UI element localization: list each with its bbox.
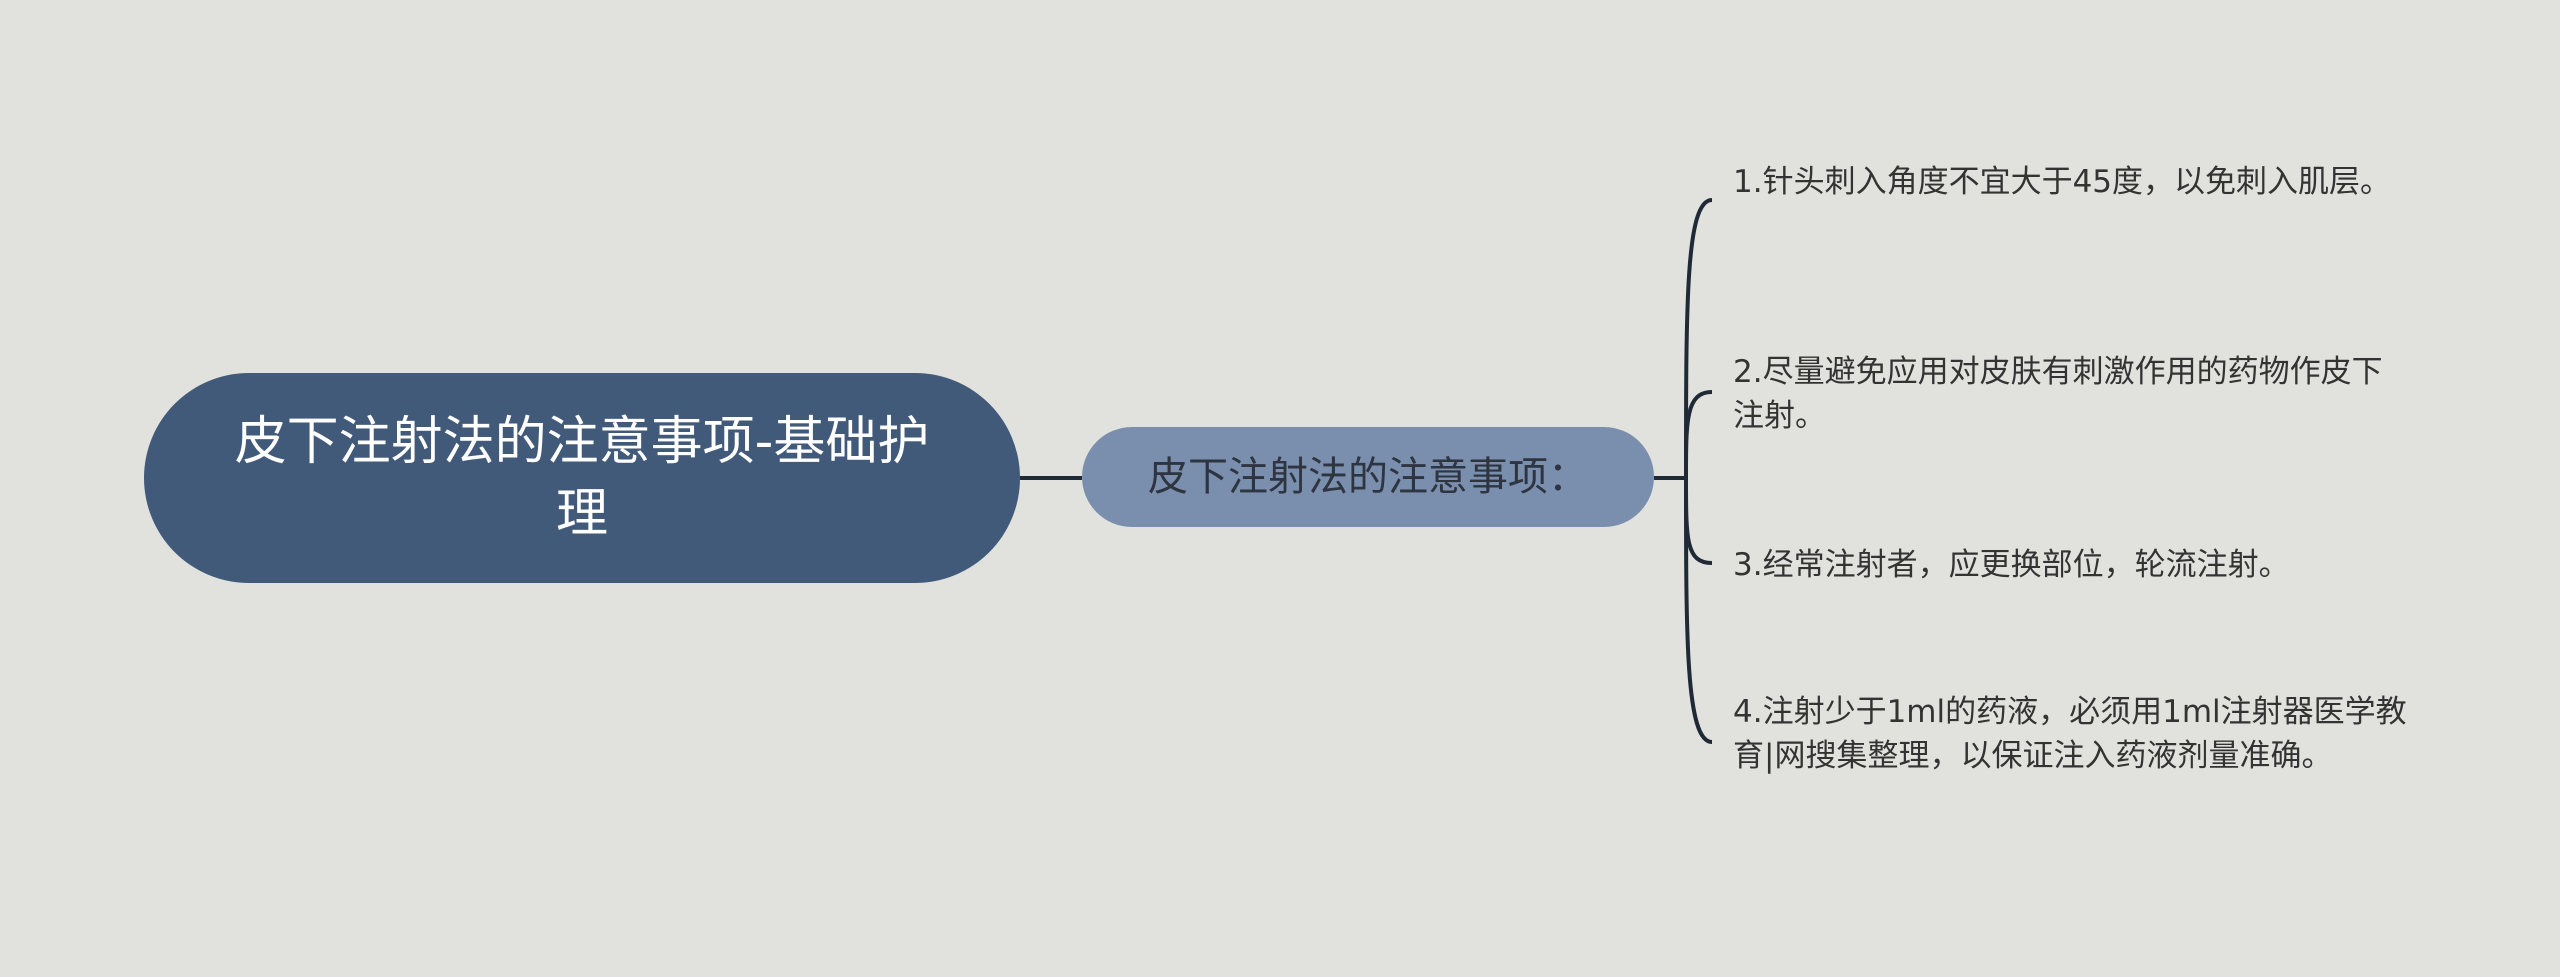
leaf-bracket-4: [1684, 477, 1713, 744]
leaf-topic-1: 1.针头刺入角度不宜大于45度，以免刺入肌层。: [1733, 164, 2392, 200]
leaf-bracket-1: [1684, 198, 1713, 479]
leaf-topic-4: 4.注射少于1ml的药液，必须用1ml注射器医学教育|网搜集整理，以保证注入药液…: [1733, 694, 2407, 774]
leaf-topic-2: 2.尽量避免应用对皮肤有刺激作用的药物作皮下注射。: [1733, 354, 2383, 434]
root-topic-node: 皮下注射法的注意事项-基础护理: [144, 373, 1020, 583]
branch-topic-node: 皮下注射法的注意事项：: [1082, 427, 1654, 527]
branch-topic-label: 皮下注射法的注意事项：: [1148, 454, 1588, 500]
leaf-bracket-3: [1684, 477, 1713, 565]
leaf-topic-3: 3.经常注射者，应更换部位，轮流注射。: [1733, 547, 2290, 583]
root-topic-label: 皮下注射法的注意事项-基础护理: [234, 412, 930, 544]
leaf-bracket-2: [1684, 390, 1713, 479]
